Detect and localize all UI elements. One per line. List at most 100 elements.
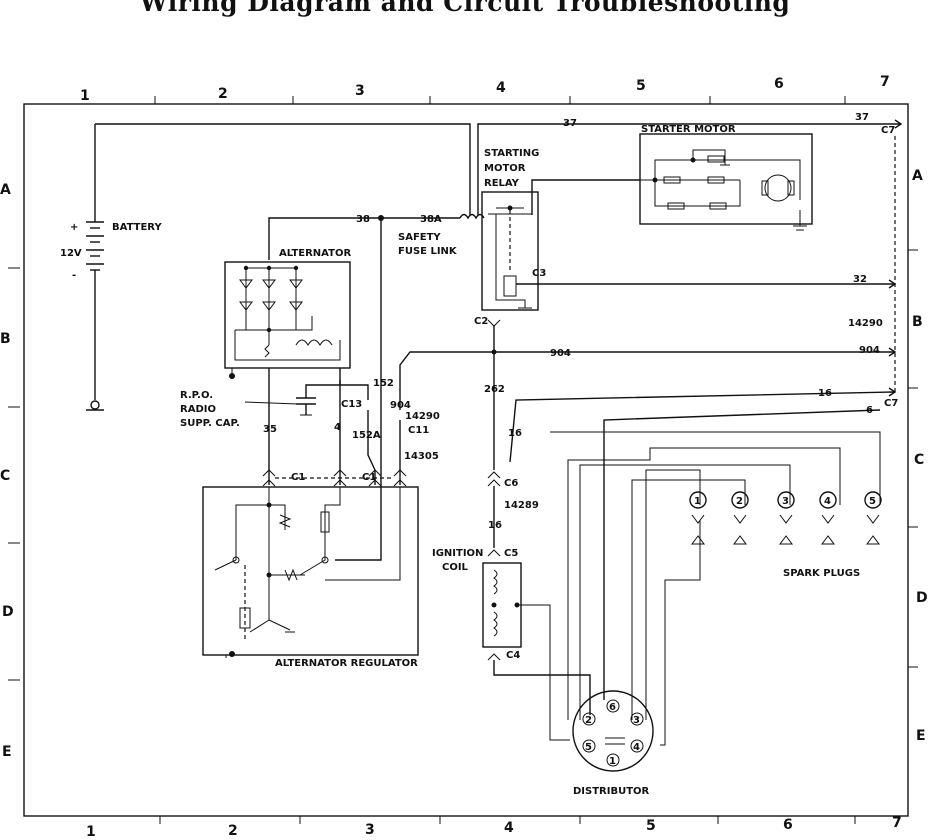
ignition-coil-label-2: COIL bbox=[442, 562, 469, 573]
distributor-terminal-6: 6 bbox=[609, 702, 616, 713]
wire-coil-to-distributor bbox=[493, 660, 591, 715]
grid-row-a-left: A bbox=[0, 182, 11, 198]
connector-c11: C11 bbox=[408, 425, 429, 436]
grid-col-2-bottom: 2 bbox=[228, 823, 238, 839]
spark-plugs bbox=[689, 491, 882, 545]
wire-37-label-b: 37 bbox=[855, 112, 869, 123]
grid-col-5-bottom: 5 bbox=[646, 818, 656, 834]
grid-col-1-top: 1 bbox=[80, 88, 90, 104]
distributor-terminal-4: 4 bbox=[633, 742, 640, 753]
connector-c6: C6 bbox=[504, 478, 518, 489]
grid-row-e-right: E bbox=[916, 728, 926, 744]
connector-c7-a: C7 bbox=[881, 125, 895, 136]
distributor-terminal-3: 3 bbox=[633, 715, 640, 726]
connector-c4-mark bbox=[487, 653, 501, 661]
grid-col-2-top: 2 bbox=[218, 86, 228, 102]
grid-col-6-top: 6 bbox=[774, 76, 784, 92]
grid-row-a-right: A bbox=[912, 168, 923, 184]
spark-plug-5: 5 bbox=[869, 496, 876, 507]
alternator-box bbox=[224, 261, 351, 369]
wire-152-label: 152 bbox=[373, 378, 394, 389]
spark-plug-1: 1 bbox=[694, 496, 701, 507]
connector-c4: C4 bbox=[506, 650, 520, 661]
distributor-terminals bbox=[582, 699, 644, 767]
rpo-leader bbox=[244, 401, 299, 405]
relay-box bbox=[481, 191, 539, 311]
connector-c6-mark bbox=[487, 471, 501, 487]
wire-16-arrow bbox=[888, 387, 897, 397]
relay-internals bbox=[488, 205, 532, 309]
connector-c1-block bbox=[262, 469, 407, 487]
connector-c5: C5 bbox=[504, 548, 518, 559]
connector-c1-a: C1 bbox=[291, 472, 305, 483]
wire-904-label-c: 904 bbox=[859, 345, 880, 356]
radio-capacitor bbox=[296, 380, 341, 416]
wire-904-label-b: 904 bbox=[550, 348, 571, 359]
wire-38a-label: 38A bbox=[420, 214, 442, 225]
wire-14290-label-a: 14290 bbox=[848, 318, 883, 329]
page-title: Wiring Diagram and Circuit Troubleshooti… bbox=[139, 0, 791, 17]
grid-row-c-left: C bbox=[0, 468, 10, 484]
alternator-label: ALTERNATOR bbox=[279, 248, 351, 259]
wire-6 bbox=[603, 409, 881, 700]
fuse-link-label-1: SAFETY bbox=[398, 232, 441, 243]
grid-col-6-bottom: 6 bbox=[783, 817, 793, 833]
wire-16-label-a: 16 bbox=[818, 388, 832, 399]
wire-6-label: 6 bbox=[866, 405, 873, 416]
starter-motor-box bbox=[639, 133, 813, 225]
wire-38 bbox=[268, 217, 460, 260]
grid-ticks bbox=[8, 96, 918, 824]
distributor-cap bbox=[572, 690, 654, 772]
rpo-label-2: RADIO bbox=[180, 404, 216, 415]
alternator-internals bbox=[229, 265, 341, 379]
grid-col-1-bottom: 1 bbox=[86, 824, 96, 840]
wire-35-label: 35 bbox=[263, 424, 277, 435]
grid-col-4-top: 4 bbox=[496, 80, 506, 96]
wire-904 bbox=[399, 351, 895, 410]
grid-row-b-left: B bbox=[0, 331, 11, 347]
spark-plug-2: 2 bbox=[736, 496, 743, 507]
starter-motor-internals bbox=[640, 149, 807, 231]
distributor-leads bbox=[517, 431, 881, 746]
wire-37-label-a: 37 bbox=[563, 118, 577, 129]
connector-c5-mark bbox=[487, 549, 501, 557]
grid-col-7-top: 7 bbox=[880, 74, 890, 90]
wire-16-label-c: 16 bbox=[488, 520, 502, 531]
alternator-regulator-internals bbox=[214, 487, 401, 658]
battery-voltage: 12V bbox=[60, 248, 82, 259]
grid-col-3-bottom: 3 bbox=[365, 822, 375, 838]
grid-row-c-right: C bbox=[914, 452, 924, 468]
wire-c13 bbox=[340, 384, 369, 400]
connector-c3: C3 bbox=[532, 268, 546, 279]
grid-col-3-top: 3 bbox=[355, 83, 365, 99]
grid-col-4-bottom: 4 bbox=[504, 820, 514, 836]
battery-label: BATTERY bbox=[112, 222, 162, 233]
grid-row-d-left: D bbox=[2, 604, 14, 620]
grid-row-e-left: E bbox=[2, 744, 12, 760]
distributor-label: DISTRIBUTOR bbox=[573, 786, 650, 797]
wire-152a-label: 152A bbox=[352, 430, 381, 441]
starter-motor-label: STARTER MOTOR bbox=[641, 124, 736, 135]
wire-14290-label-b: 14290 bbox=[405, 411, 440, 422]
connector-c2: C2 bbox=[474, 316, 488, 327]
distributor-terminal-2: 2 bbox=[585, 715, 592, 726]
grid-row-d-right: D bbox=[916, 590, 928, 606]
alternator-regulator-label: ALTERNATOR REGULATOR bbox=[275, 658, 418, 669]
battery-minus: - bbox=[72, 270, 76, 281]
grid-col-5-top: 5 bbox=[636, 78, 646, 94]
wire-37 bbox=[95, 119, 903, 215]
grid-row-b-right: B bbox=[912, 314, 923, 330]
battery-plus: + bbox=[70, 222, 78, 233]
rpo-label-1: R.P.O. bbox=[180, 390, 213, 401]
distributor-terminal-5: 5 bbox=[585, 742, 592, 753]
fuse-link-label-2: FUSE LINK bbox=[398, 246, 458, 257]
wire-904-label-a: 904 bbox=[390, 400, 411, 411]
connector-c1-b: C1 bbox=[362, 472, 376, 483]
wire-262-label: 262 bbox=[484, 384, 505, 395]
wire-4-label: 4 bbox=[334, 422, 341, 433]
spark-plug-4: 4 bbox=[824, 496, 831, 507]
wire-14289-label: 14289 bbox=[504, 500, 539, 511]
wire-32-arrow bbox=[888, 279, 897, 289]
wire-relay-to-starter bbox=[531, 179, 640, 215]
